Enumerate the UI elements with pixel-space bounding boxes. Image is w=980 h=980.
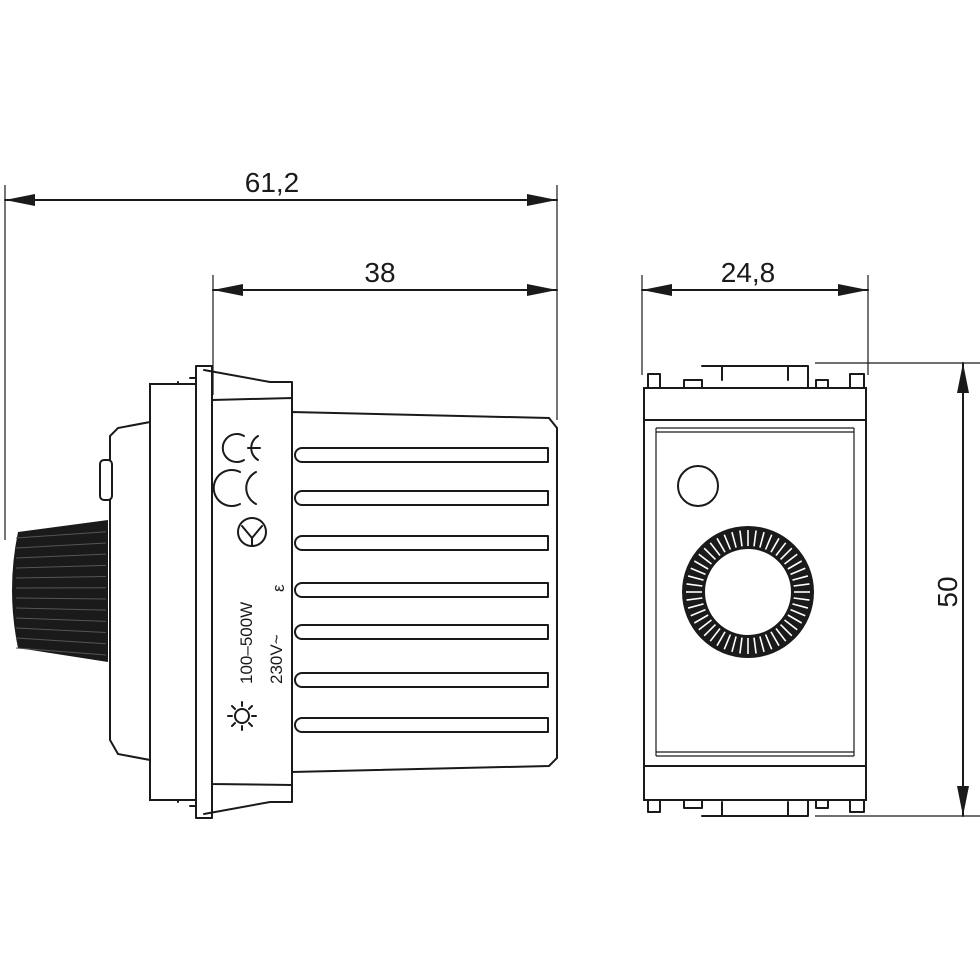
cooling-rib [294, 672, 549, 688]
knob-tooth [716, 537, 726, 553]
led-boss [99, 459, 113, 501]
ce-mark-icon [221, 433, 261, 463]
knob-tooth [792, 575, 809, 581]
knob-tooth [784, 553, 798, 565]
knob-tooth [690, 567, 706, 576]
dimension-height: 50 [815, 362, 980, 817]
cooling-rib [294, 447, 549, 463]
knob-tooth [687, 575, 704, 581]
knob-tooth [731, 531, 737, 548]
dimension-width: 24,8 [641, 257, 869, 375]
knob-tooth [764, 534, 773, 550]
voltage-label: 230V~ [267, 634, 286, 684]
knob-tooth [703, 623, 717, 637]
knurl-line [15, 542, 107, 549]
cooling-ribs [294, 447, 549, 733]
knob-tooth [686, 597, 703, 601]
dimension-body-depth: 38 [212, 257, 558, 395]
knob-tooth [686, 583, 703, 587]
knob-tooth [787, 560, 803, 570]
knob-tooth [790, 608, 806, 617]
knurl-line [15, 531, 107, 539]
knurl-line [15, 627, 107, 634]
cooling-rib [294, 717, 549, 733]
knob-tooth [790, 567, 806, 576]
knob-tooth [759, 531, 765, 548]
dimension-label-height: 50 [932, 576, 963, 607]
knurl-line [15, 564, 107, 569]
lamp-symbol-icon [227, 701, 257, 731]
knob-tooth [775, 628, 787, 642]
knob-tooth [784, 619, 798, 631]
knob-tooth [709, 628, 721, 642]
bottom-tabs [647, 799, 865, 817]
knob-tooth [787, 614, 803, 624]
knob-tooth [698, 553, 712, 565]
knob-tooth [703, 547, 717, 561]
dimension-overall-depth: 61,2 [4, 167, 558, 540]
side-view: ε 100–500W 230V~ [12, 365, 558, 819]
knob-tooth [690, 608, 706, 617]
knurl-line [15, 637, 107, 645]
knob-tooth [770, 631, 780, 647]
knob-tooth [716, 631, 726, 647]
front-plate [109, 383, 197, 801]
dimension-label-width: 24,8 [721, 257, 776, 288]
cooling-rib [294, 490, 549, 506]
knob-tooth [779, 547, 793, 561]
knurl-line [15, 617, 107, 622]
knurl-line [15, 607, 107, 611]
knob-tooth [793, 583, 810, 587]
knob-tooth [693, 560, 709, 570]
knurl-line [15, 597, 107, 600]
cooling-rib [294, 624, 549, 640]
dimmer-knob-front [682, 526, 814, 658]
knob-tooth [739, 530, 743, 547]
indicator-led [677, 465, 719, 507]
knob-tooth [753, 637, 757, 654]
dimmer-symbol-icon [237, 517, 267, 547]
knob-tooth [723, 634, 732, 650]
dimension-label-body-depth: 38 [364, 257, 395, 288]
knurl-line [15, 647, 107, 656]
knob-tooth [779, 623, 793, 637]
c-mark-icon [212, 469, 257, 507]
knob-tooth [770, 537, 780, 553]
knob-tooth [792, 603, 809, 609]
knob-tooth [753, 530, 757, 547]
top-tabs [647, 365, 865, 389]
knob-tooth [693, 614, 709, 624]
knurl-line [15, 576, 107, 579]
knob-tooth [775, 542, 787, 556]
knurl-line [15, 553, 107, 559]
power-range-label: 100–500W [237, 602, 256, 684]
dimension-label-overall-depth: 61,2 [245, 167, 300, 198]
front-view [643, 365, 867, 817]
cooling-rib [294, 582, 549, 598]
knob-tooth [731, 636, 737, 653]
knob-tooth [723, 534, 732, 550]
knob-tooth [793, 597, 810, 601]
knob-tooth [709, 542, 721, 556]
knob-tooth [759, 636, 765, 653]
epsilon-mark-icon: ε [269, 584, 288, 592]
knob-tooth [739, 637, 743, 654]
knob-tooth [687, 603, 704, 609]
cooling-rib [294, 535, 549, 551]
knob-knurling [15, 531, 107, 656]
knob-tooth [698, 619, 712, 631]
knob-tooth [764, 634, 773, 650]
